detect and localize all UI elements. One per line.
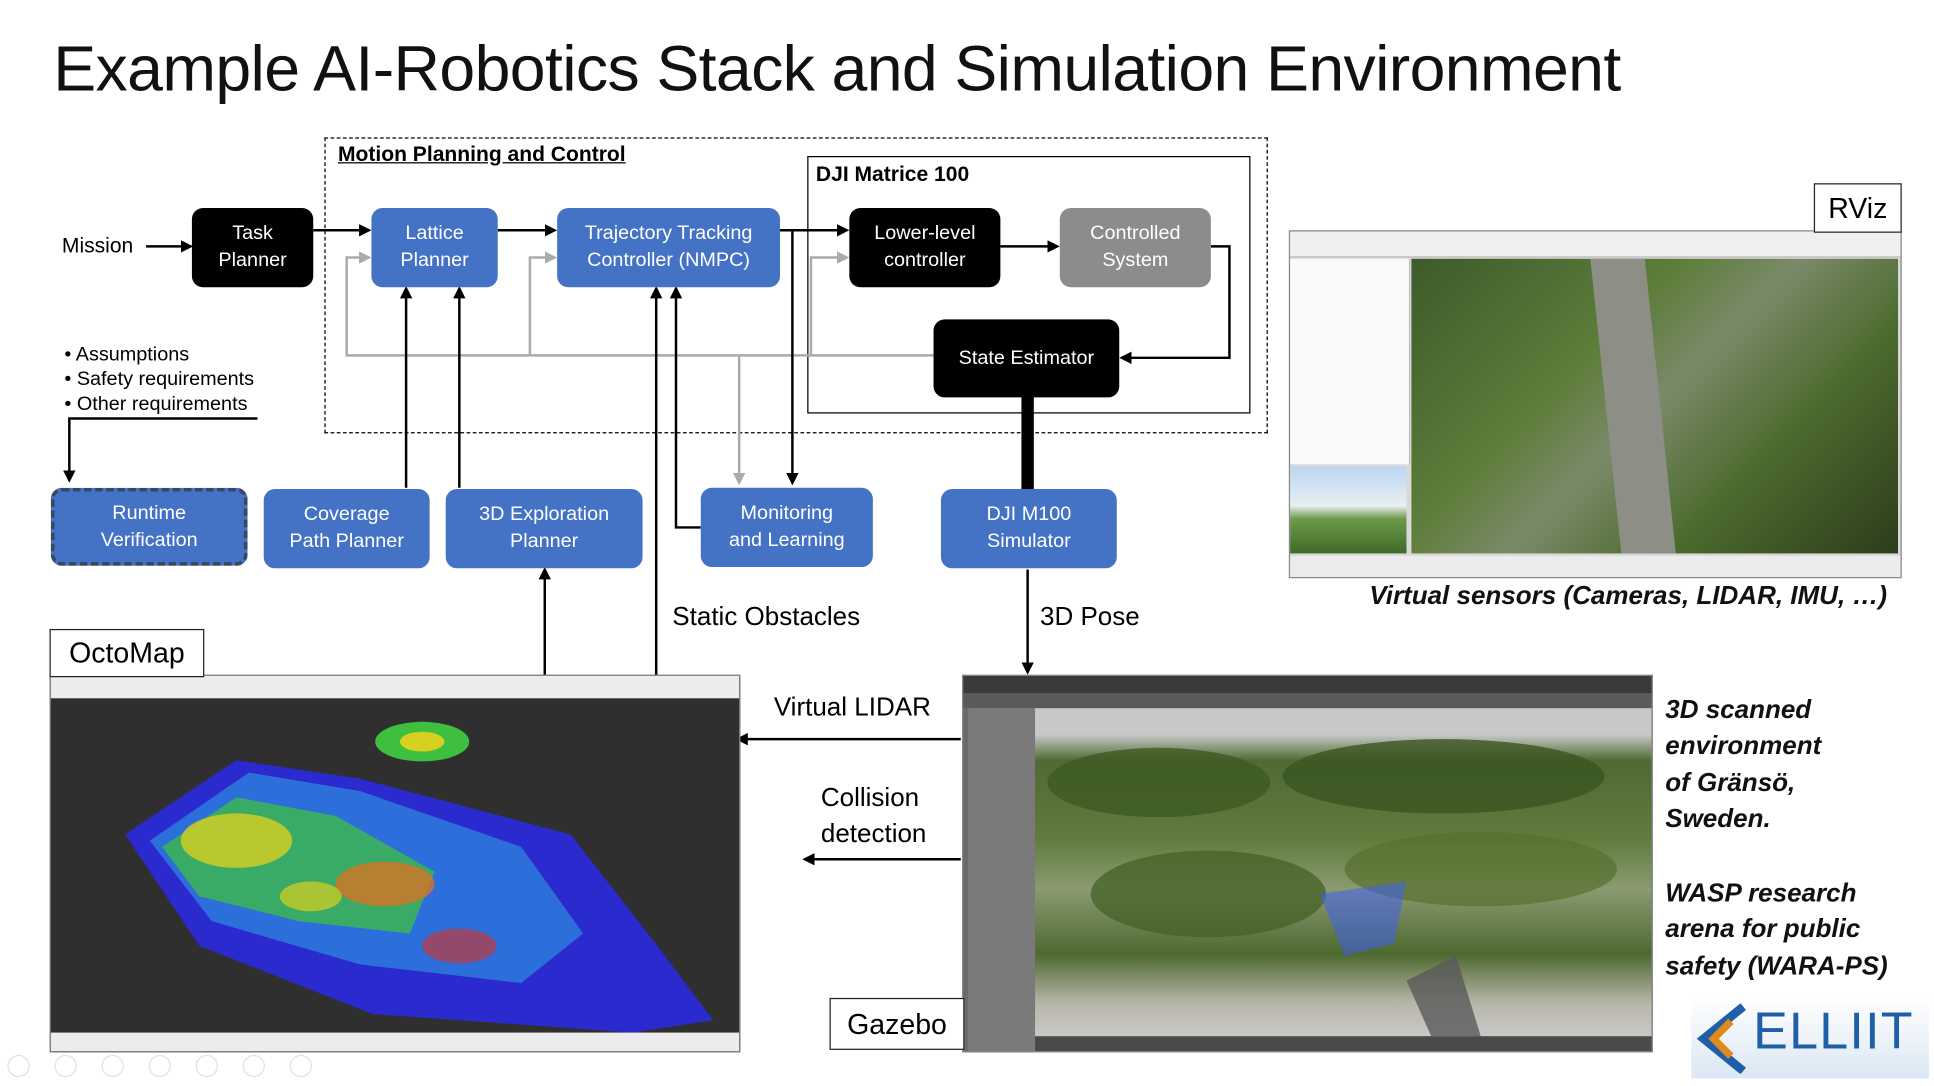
slide-controls[interactable] — [7, 1054, 329, 1078]
feedback-line — [809, 251, 850, 356]
gazebo-screenshot — [962, 674, 1653, 1053]
arrow-controlled-estimator — [1119, 245, 1231, 365]
octomap-screenshot — [49, 674, 741, 1053]
slides-icon[interactable] — [148, 1054, 171, 1078]
dji-simulator-block: DJI M100 Simulator — [940, 489, 1117, 569]
gazebo-label: Gazebo — [829, 997, 965, 1050]
subtitles-icon[interactable] — [242, 1054, 265, 1078]
mission-label: Mission — [61, 234, 134, 258]
task-planner-block: Task Planner — [191, 208, 314, 288]
elliit-logo: ELLIIT — [1691, 996, 1929, 1079]
lower-level-controller-block: Lower-level controller — [849, 208, 1001, 288]
more-icon[interactable] — [289, 1054, 313, 1078]
virtual-sensors-caption: Virtual sensors (Cameras, LIDAR, IMU, …) — [1369, 581, 1888, 611]
runtime-verification-block: Runtime Verification — [50, 487, 248, 566]
controlled-system-block: Controlled System — [1059, 208, 1211, 288]
trajectory-controller-block: Trajectory Tracking Controller (NMPC) — [557, 208, 781, 288]
feedback-line — [528, 251, 558, 356]
collision-detection-label: Collision detection — [820, 783, 927, 849]
octomap-label: OctoMap — [49, 628, 205, 678]
next-slide-icon[interactable] — [54, 1054, 77, 1078]
feedback-line — [345, 251, 934, 357]
requirement-item: • Safety requirements — [64, 368, 255, 391]
arrow-requirements — [63, 417, 258, 483]
requirement-item: • Other requirements — [64, 393, 248, 415]
motion-planning-group — [324, 137, 1268, 434]
state-estimator-block: State Estimator — [933, 319, 1120, 398]
monitoring-learning-block: Monitoring and Learning — [700, 487, 873, 568]
lattice-planner-block: Lattice Planner — [371, 208, 498, 288]
pose-3d-label: 3D Pose — [1040, 602, 1140, 632]
requirement-item: • Assumptions — [64, 344, 190, 366]
zoom-icon[interactable] — [195, 1054, 218, 1078]
arrow-monitoring-trajectory — [669, 286, 701, 529]
exploration-planner-block: 3D Exploration Planner — [445, 489, 643, 569]
dji-matrice-label: DJI Matrice 100 — [815, 162, 970, 186]
scanned-environment-caption: 3D scanned environment of Gränsö, Sweden… — [1665, 695, 1822, 834]
prev-slide-icon[interactable] — [7, 1054, 30, 1078]
page-title: Example AI-Robotics Stack and Simulation… — [53, 33, 1621, 106]
logo-mark-icon — [1696, 1003, 1746, 1074]
coverage-path-planner-block: Coverage Path Planner — [263, 489, 430, 569]
rviz-label: RViz — [1813, 183, 1902, 233]
virtual-lidar-label: Virtual LIDAR — [773, 693, 931, 722]
estimator-simulator-link — [1021, 396, 1034, 490]
gazebo-scene — [1047, 739, 1617, 1037]
static-obstacles-label: Static Obstacles — [672, 602, 861, 632]
motion-planning-label: Motion Planning and Control — [338, 142, 626, 166]
pen-icon[interactable] — [101, 1054, 124, 1078]
rviz-screenshot — [1288, 230, 1902, 579]
wara-caption: WASP research arena for public safety (W… — [1665, 879, 1888, 981]
octomap-terrain — [125, 721, 714, 1033]
logo-text: ELLIIT — [1753, 1001, 1914, 1060]
